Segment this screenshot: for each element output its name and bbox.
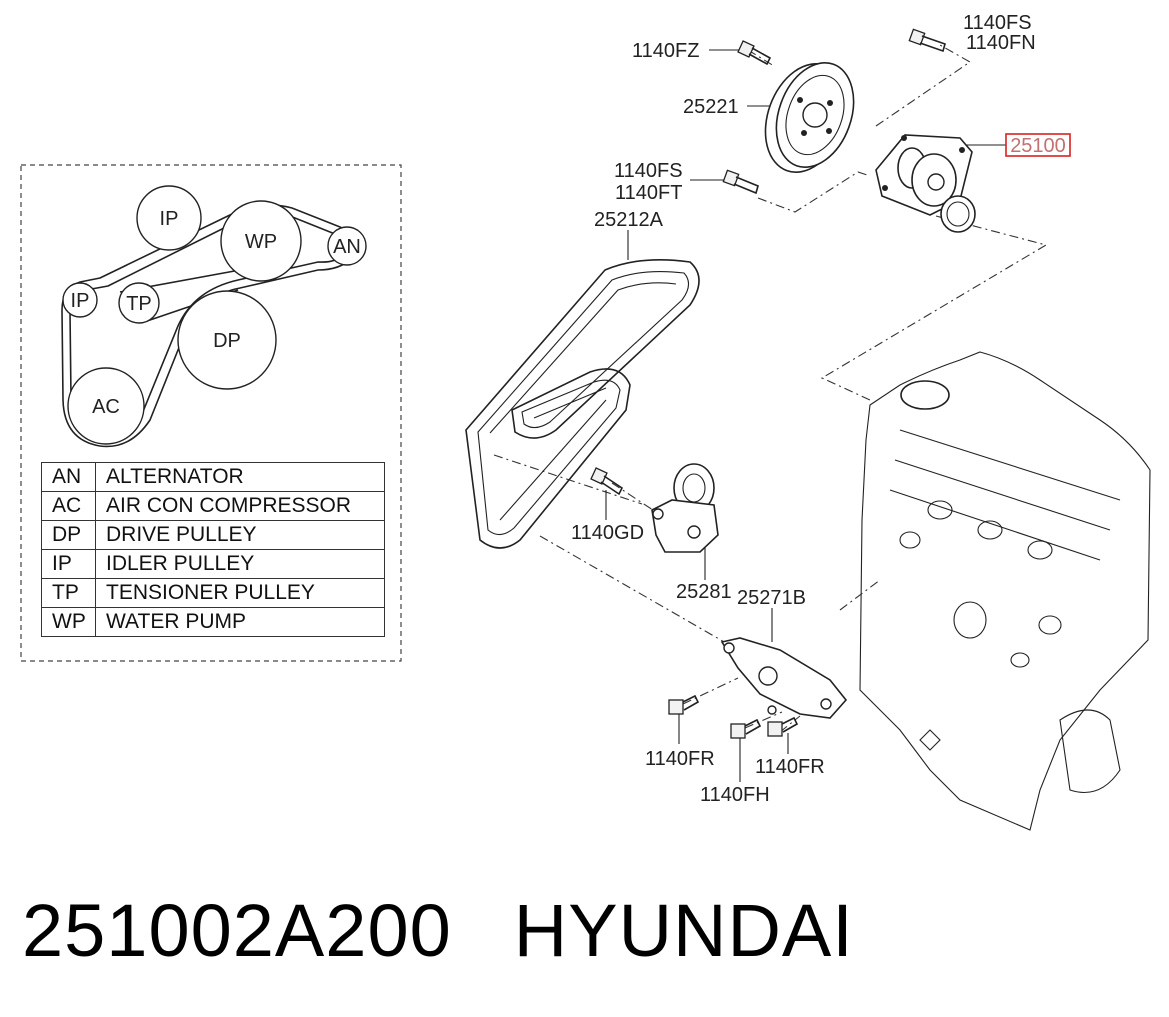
engine-block-outline (859, 351, 1151, 831)
engine-lug (919, 729, 941, 751)
legend-code: WP (41, 607, 96, 637)
label-1140ft: 1140FT (615, 182, 682, 204)
engine-port-7 (1010, 652, 1030, 668)
legend-table: AN ALTERNATOR AC AIR CON COMPRESSOR DP D… (41, 462, 385, 637)
legend-code: IP (41, 549, 96, 579)
dash-bracket-engine (839, 579, 881, 611)
water-pump-pulley (764, 61, 855, 174)
dash-fz (747, 49, 775, 67)
dash-fr-left (682, 677, 739, 705)
oil-filler-cap (900, 380, 950, 410)
leader-lines (493, 44, 1048, 733)
pulley-tp (118, 282, 160, 324)
label-25281: 25281 (676, 581, 732, 603)
pulley-dp-label: DP (213, 330, 241, 352)
legend-code: DP (41, 520, 96, 550)
legend-name: DRIVE PULLEY (95, 520, 385, 550)
pulley-wp (220, 200, 302, 282)
engine-port-6 (953, 601, 987, 639)
bolt-fh (730, 718, 762, 739)
callout-labels: 1140FZ 1140FS 1140FN 25221 25100 1140FS … (571, 12, 1071, 806)
bolt-fr-right (767, 716, 799, 737)
label-25271b: 25271B (737, 587, 806, 609)
engine-port-1 (899, 531, 921, 549)
footer-part-number: 251002A200 (22, 889, 452, 972)
dash-pump-engine (820, 215, 1048, 401)
belt-routing-inset: IP WP AN IP TP DP AC (20, 164, 402, 662)
engine-mount-boss (1059, 709, 1121, 794)
label-1140fs-mid: 1140FS (614, 160, 683, 182)
legend-name: ALTERNATOR (95, 462, 385, 492)
engine-port-4 (1027, 540, 1053, 560)
dash-pump-mid (757, 171, 871, 213)
dash-gd (611, 482, 657, 513)
pulley-ip-left-label: IP (71, 290, 90, 312)
legend-name: TENSIONER PULLEY (95, 578, 385, 608)
legend-name: WATER PUMP (95, 607, 385, 637)
dash-fh (744, 711, 783, 729)
dash-belt-bracket (539, 535, 734, 648)
dash-fr-right (779, 715, 801, 733)
legend-name: IDLER PULLEY (95, 549, 385, 579)
label-1140fz: 1140FZ (632, 40, 699, 62)
pulley-ac-label: AC (92, 396, 120, 418)
engine-port-2 (927, 500, 953, 520)
label-1140gd: 1140GD (571, 522, 644, 544)
legend-code: AC (41, 491, 96, 521)
bolt-fs-ft (722, 169, 759, 195)
inset-border (20, 164, 402, 662)
bolts (590, 28, 946, 739)
bolt-fr-left (668, 694, 700, 715)
label-25221: 25221 (683, 96, 739, 118)
label-25100[interactable]: 25100 (1010, 135, 1066, 157)
legend-row: AC AIR CON COMPRESSOR (41, 491, 385, 521)
legend-row: DP DRIVE PULLEY (41, 520, 385, 550)
pulley-ac (67, 367, 145, 445)
bolt-gd (590, 467, 624, 496)
bolt-fs-fn (908, 28, 946, 53)
highlight-box-25100 (1005, 133, 1071, 157)
pulley-an (327, 226, 367, 266)
footer-brand: HYUNDAI (513, 889, 854, 972)
engine-port-5 (1038, 615, 1062, 635)
serpentine-belt (465, 258, 700, 549)
legend-code: AN (41, 462, 96, 492)
engine-port-3 (977, 520, 1003, 540)
legend-row: WP WATER PUMP (41, 607, 385, 637)
legend-row: IP IDLER PULLEY (41, 549, 385, 579)
pulley-an-label: AN (333, 236, 361, 258)
pulley-tp-label: TP (126, 293, 152, 315)
engine-ribs (889, 429, 1121, 561)
legend-name: AIR CON COMPRESSOR (95, 491, 385, 521)
label-25212a: 25212A (594, 209, 664, 231)
dash-belt-tensioner (493, 454, 643, 505)
label-1140fn: 1140FN (966, 32, 1036, 54)
footer-caption: 251002A200 HYUNDAI (22, 888, 854, 973)
pulley-ip-left (62, 282, 98, 318)
pulley-dp (177, 290, 277, 390)
legend-row: TP TENSIONER PULLEY (41, 578, 385, 608)
pulley-ip-top (136, 185, 202, 251)
label-1140fh: 1140FH (700, 784, 770, 806)
pulley-wp-label: WP (245, 231, 277, 253)
bolt-fz (737, 40, 772, 66)
water-pump (875, 134, 976, 233)
legend-row: AN ALTERNATOR (41, 462, 385, 492)
legend-code: TP (41, 578, 96, 608)
pulley-ip-top-label: IP (160, 208, 179, 230)
tensioner-bracket (720, 637, 848, 719)
label-1140fr-left: 1140FR (645, 748, 715, 770)
engine-block (859, 351, 1151, 831)
label-1140fr-right: 1140FR (755, 756, 825, 778)
belt-tensioner (651, 463, 719, 553)
label-1140fs-top: 1140FS (963, 12, 1032, 34)
dash-pump-top (875, 44, 972, 127)
